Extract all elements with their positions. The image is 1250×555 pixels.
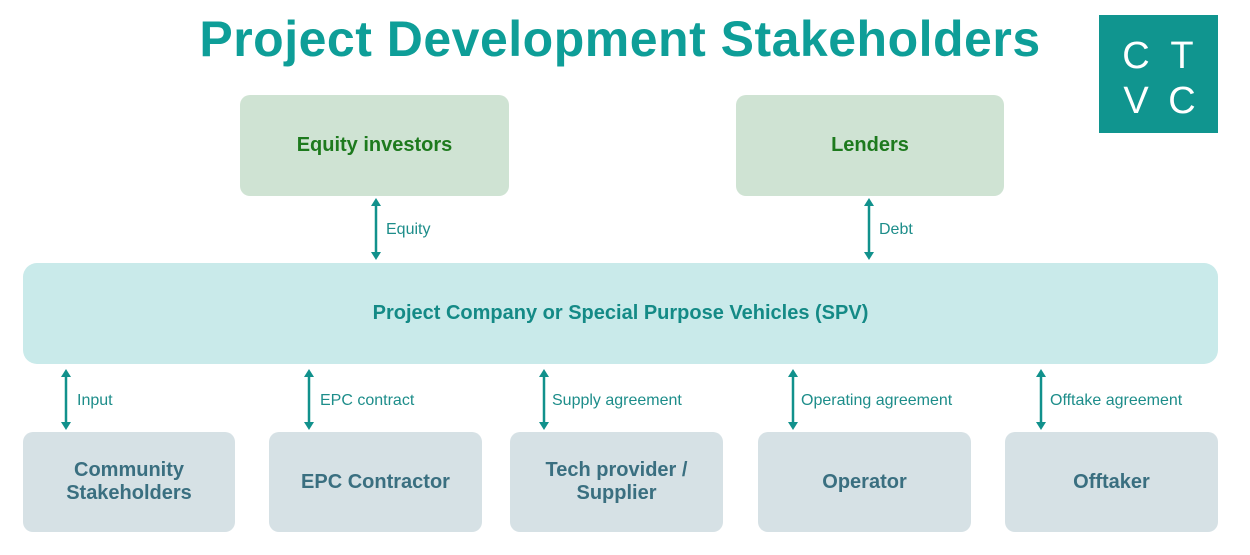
page-title: Project Development Stakeholders xyxy=(199,11,1041,67)
offtaker-box: Offtaker xyxy=(1005,432,1218,532)
offtake-agreement-arrow-icon xyxy=(1034,369,1048,430)
operator-box: Operator xyxy=(758,432,971,532)
lenders-box: Lenders xyxy=(736,95,1004,196)
input-label: Input xyxy=(77,392,113,409)
supply-agreement-label: Supply agreement xyxy=(552,392,682,409)
supply-agreement-arrow-icon xyxy=(537,369,551,430)
ctvc-logo: C T V C xyxy=(1099,15,1218,133)
equity-investors-box: Equity investors xyxy=(240,95,509,196)
logo-letter-v: V xyxy=(1123,80,1149,122)
epc-contract-arrow-icon xyxy=(302,369,316,430)
epc-contract-label: EPC contract xyxy=(320,392,415,409)
equity-label: Equity xyxy=(386,221,431,238)
equity-arrow-icon xyxy=(369,198,383,260)
input-arrow-icon xyxy=(59,369,73,430)
community-stakeholders-box: Community Stakeholders xyxy=(23,432,235,532)
tech-provider-box: Tech provider / Supplier xyxy=(510,432,723,532)
debt-arrow-icon xyxy=(862,198,876,260)
epc-contractor-box: EPC Contractor xyxy=(269,432,482,532)
logo-letter-t: T xyxy=(1170,35,1194,77)
offtake-agreement-label: Offtake agreement xyxy=(1050,392,1183,409)
logo-letter-c2: C xyxy=(1168,80,1196,122)
operating-agreement-label: Operating agreement xyxy=(801,392,953,409)
debt-label: Debt xyxy=(879,221,913,238)
logo-letter-c1: C xyxy=(1122,35,1150,77)
operating-agreement-arrow-icon xyxy=(786,369,800,430)
spv-box: Project Company or Special Purpose Vehic… xyxy=(23,263,1218,364)
